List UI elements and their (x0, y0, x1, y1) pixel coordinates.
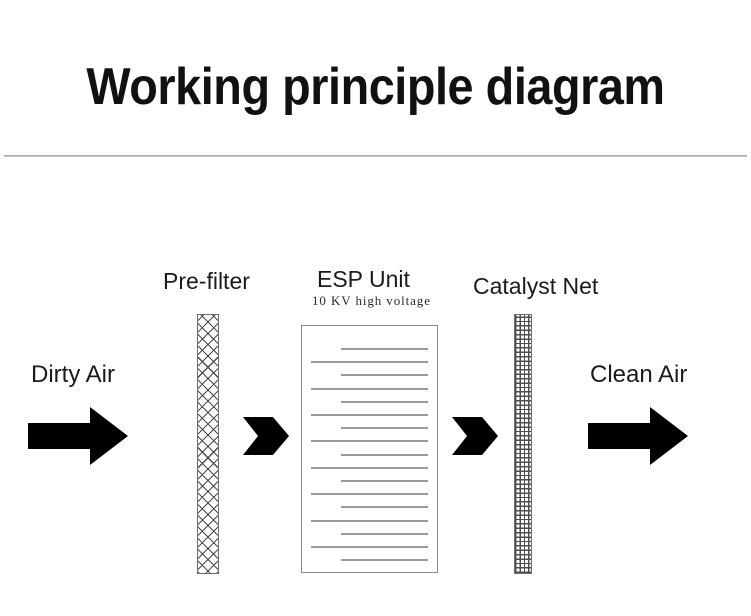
connector-arrow-2-icon (452, 417, 498, 455)
dirty-air-arrow-icon (28, 407, 128, 465)
esp-collector-plates (302, 326, 437, 572)
esp-plate (311, 466, 428, 469)
label-clean-air: Clean Air (590, 361, 688, 388)
esp-plate (341, 559, 428, 562)
label-catalyst-net: Catalyst Net (473, 273, 599, 299)
catalyst-net-element (514, 314, 532, 574)
clean-air-arrow-icon (588, 407, 688, 465)
esp-plate (341, 506, 428, 509)
esp-plate (311, 440, 428, 443)
page-title: Working principle diagram (86, 58, 665, 116)
esp-plate (311, 361, 428, 364)
title-divider (4, 155, 747, 157)
esp-unit-element (301, 325, 438, 573)
esp-plate (341, 374, 428, 377)
esp-plate (311, 414, 428, 416)
esp-plate (311, 546, 428, 548)
esp-plate (341, 480, 428, 482)
label-dirty-air: Dirty Air (31, 361, 115, 388)
esp-plate (311, 493, 428, 496)
label-pre-filter: Pre-filter (163, 268, 250, 294)
pre-filter-element (197, 314, 219, 574)
connector-arrow-1-icon (243, 417, 289, 455)
esp-plate (341, 453, 428, 456)
esp-plate (341, 427, 428, 430)
esp-plate (341, 400, 428, 403)
esp-plate (341, 532, 428, 535)
esp-plate (311, 387, 428, 390)
sublabel-esp-voltage: 10 KV high voltage (312, 293, 431, 308)
esp-plate (311, 519, 428, 522)
esp-plate (341, 348, 428, 350)
label-esp-unit: ESP Unit (317, 266, 410, 292)
